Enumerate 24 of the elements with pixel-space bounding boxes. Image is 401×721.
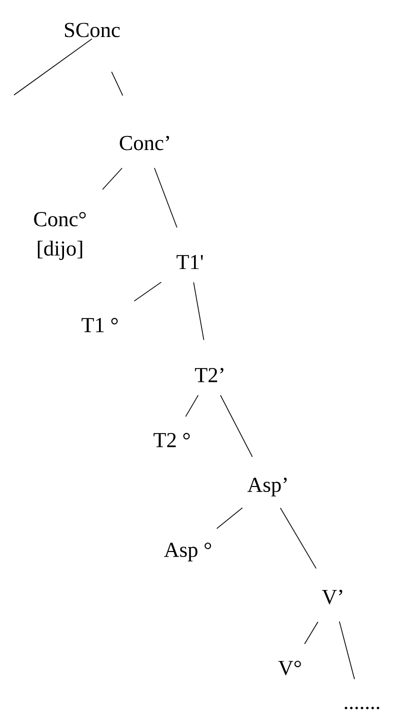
branch-line <box>102 168 122 190</box>
branch-line <box>185 394 199 417</box>
tree-node-label: V° <box>278 660 301 676</box>
tree-node-label: Conc’ <box>120 136 170 150</box>
dots-label: ....... <box>344 706 380 710</box>
branch-line <box>220 394 253 458</box>
tree-node-label: T2 ° <box>154 432 190 448</box>
branch-line <box>134 282 162 302</box>
branch-line <box>304 621 318 644</box>
branch-line <box>154 168 178 228</box>
tree-node-label: Conc° [dijo] <box>34 212 86 260</box>
branch-line <box>280 508 316 569</box>
tree-node-label: T1' <box>176 254 203 270</box>
branch-line <box>338 621 355 680</box>
tree-node-label: SConc <box>64 22 120 38</box>
branch-line <box>111 71 124 96</box>
tree-node-label: T1 ° <box>82 318 118 332</box>
branch-line <box>216 507 243 529</box>
tree-node-label: Asp ° <box>164 542 212 562</box>
tree-node-label: Asp’ <box>247 478 287 496</box>
tree-node-label: T2’ <box>194 368 224 382</box>
tree-node-label: V’ <box>322 590 342 604</box>
branch-line <box>193 282 204 340</box>
branch-line <box>14 38 92 96</box>
